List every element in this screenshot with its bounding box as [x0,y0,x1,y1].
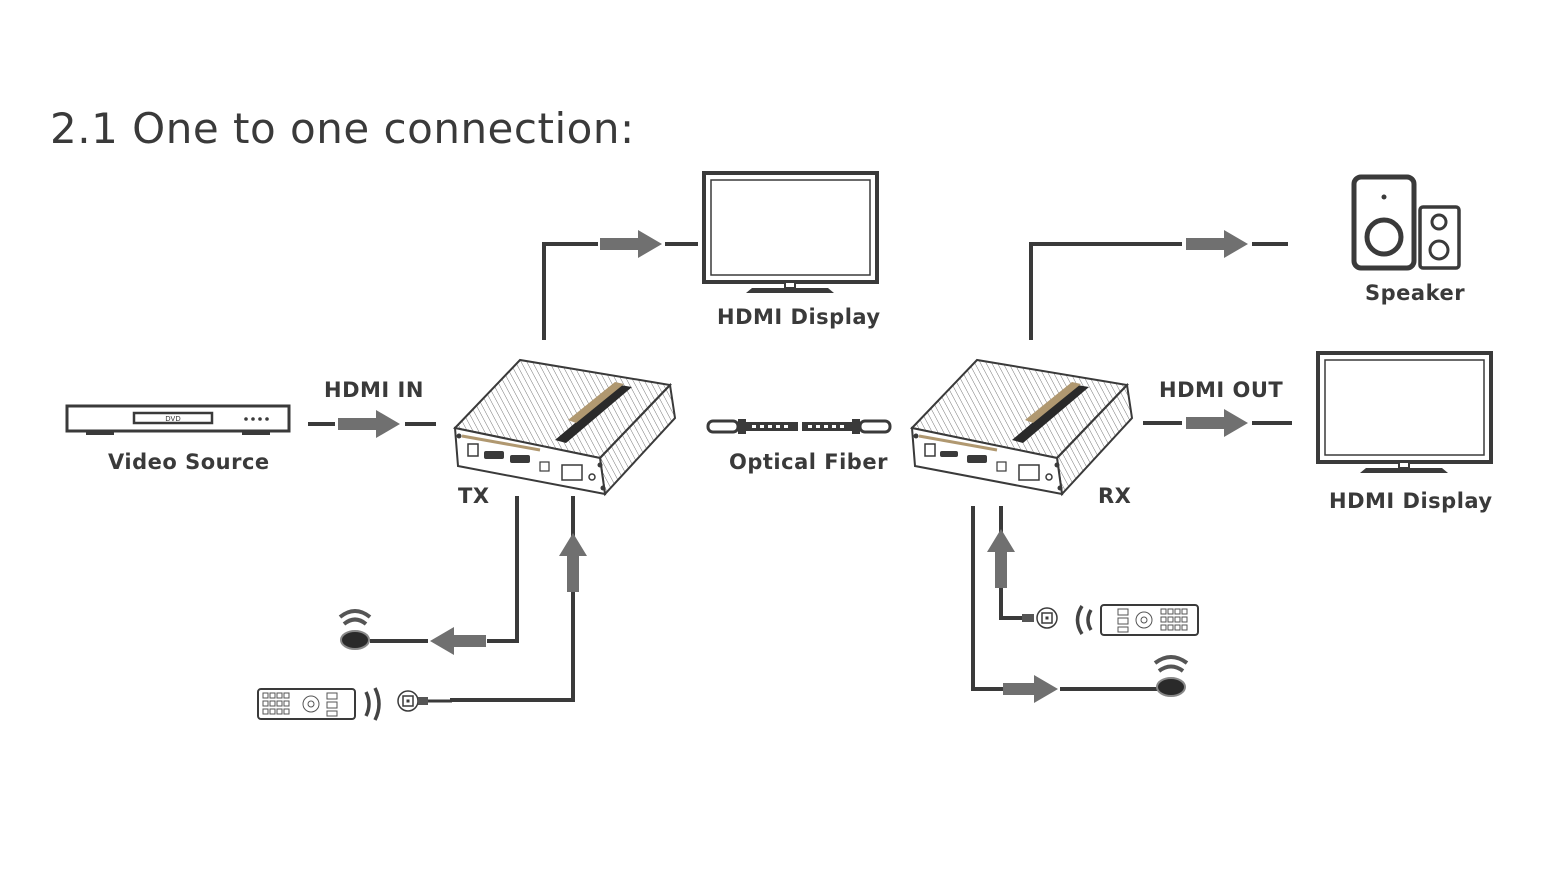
hdmi-display-tx-icon [702,171,879,293]
signal-arrows [338,230,1248,703]
hdmi-out-label: HDMI OUT [1159,378,1284,402]
hdmi-display-tx-label: HDMI Display [717,305,881,329]
optical-fiber-label: Optical Fiber [729,450,888,474]
line-tx-ir-in [450,496,575,702]
arrow-rx-audio [1186,230,1248,258]
rx-label: RX [1098,484,1132,508]
ir-receiver-eye-tx-icon [338,609,372,650]
arrow-hdmi-out [1186,409,1248,437]
ir-receiver-eye-rx-icon [1153,655,1189,697]
remote-control-tx-icon [257,687,381,721]
ir-emitter-tx-icon [397,690,452,712]
line-tx-loop [542,242,598,340]
rx-extender-device [910,358,1134,497]
line-tx-ir-out [487,496,519,643]
remote-control-rx-icon [1075,604,1199,636]
arrow-tx-ir-out [430,627,486,655]
ir-emitter-rx-icon [1022,607,1058,629]
line-rx-ir-out [971,506,1003,691]
hdmi-display-rx-icon [1316,351,1493,473]
optical-fiber-cable-icon [706,419,892,434]
dvd-text: DVD [165,415,180,423]
arrow-rx-ir-in [987,529,1015,588]
hdmi-display-rx-label: HDMI Display [1329,489,1493,513]
page-title: 2.1 One to one connection: [50,104,635,153]
arrow-tx-loop [600,230,662,258]
line-rx-audio [1029,242,1182,340]
tx-label: TX [458,484,490,508]
tx-extender-device [453,358,677,497]
arrow-rx-ir-out [1003,675,1058,703]
dvd-player-icon: DVD [65,404,291,435]
hdmi-in-label: HDMI IN [324,378,424,402]
speaker-icon [1351,174,1461,271]
arrow-hdmi-in [338,410,400,438]
speaker-label: Speaker [1365,281,1466,305]
video-source-label: Video Source [108,450,270,474]
arrow-tx-ir-in [559,533,587,592]
